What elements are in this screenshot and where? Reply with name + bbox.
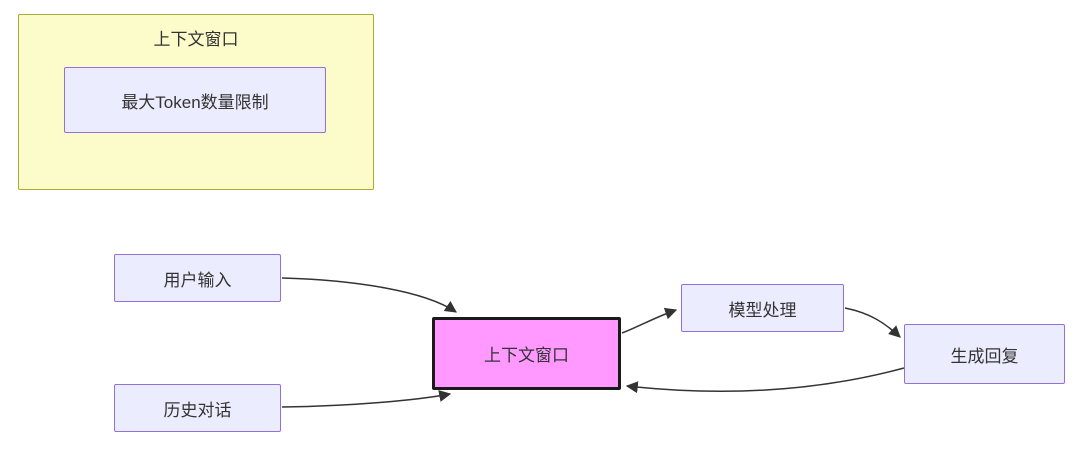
node-generate-reply: 生成回复 [904, 324, 1065, 384]
edge-history-to-context [281, 390, 452, 408]
edge-reply-to-context [625, 367, 905, 394]
edge-context-to-model [621, 307, 678, 334]
node-history-dialogue-label: 历史对话 [163, 400, 232, 420]
node-generate-reply-label: 生成回复 [950, 346, 1019, 366]
edge-user-input-to-context [281, 277, 457, 313]
node-context-window: 上下文窗口 [432, 317, 621, 390]
node-model-processing: 模型处理 [681, 284, 844, 332]
node-user-input: 用户输入 [114, 254, 281, 302]
node-max-token-limit: 最大Token数量限制 [64, 67, 326, 133]
node-history-dialogue: 历史对话 [114, 384, 281, 432]
node-model-processing-label: 模型处理 [728, 300, 797, 320]
edge-model-to-reply [844, 307, 901, 338]
node-user-input-label: 用户输入 [163, 270, 232, 290]
node-max-token-limit-label: 最大Token数量限制 [121, 92, 269, 112]
subgraph-title: 上下文窗口 [153, 30, 239, 49]
node-context-window-label: 上下文窗口 [484, 346, 569, 365]
